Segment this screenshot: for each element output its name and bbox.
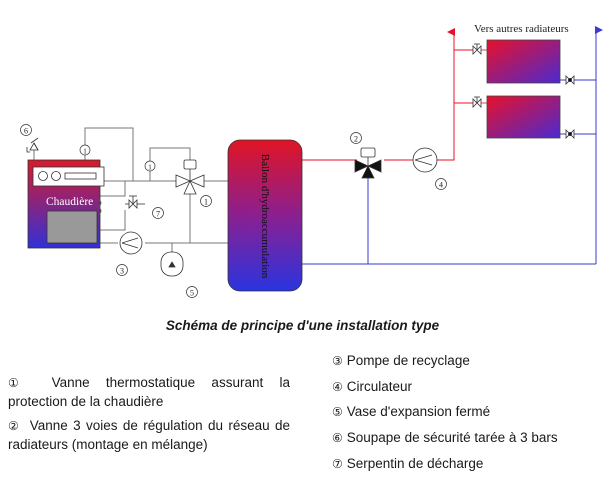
circulator-pump (412, 147, 438, 173)
pipes-hot (302, 28, 473, 161)
boiler-dial-icon (38, 171, 48, 181)
radiator-lockshield-bottom (565, 129, 575, 139)
marker-1-bulb: 1 (83, 147, 87, 156)
radiator-valve-bottom (472, 96, 487, 108)
legend-num: ② (8, 419, 21, 433)
legend-num: ① (8, 376, 32, 390)
marker-4: 4 (439, 181, 443, 190)
legend-num: ④ (332, 379, 343, 394)
discharge-coil-valve (125, 195, 145, 209)
legend-num: ③ (332, 354, 343, 368)
radiators-label: Vers autres radiateurs (474, 23, 569, 35)
boiler-display (64, 172, 97, 180)
marker-7: 7 (156, 210, 160, 219)
storage-tank: Ballon d'hydroaccumulation (227, 139, 303, 292)
legend-left: ① Vanne thermostatique assurant la prote… (8, 374, 290, 460)
marker-5: 5 (190, 289, 194, 298)
legend-text: Vanne thermostatique assurant la protect… (8, 375, 290, 409)
heating-installation-diagram: Vers autres radiateurs Chaudière (20, 23, 603, 298)
pipes-gray (33, 127, 228, 252)
safety-valve (26, 137, 39, 153)
diagram-markers: 1 2 3 4 5 6 7 1 1 (20, 124, 447, 298)
boiler: Chaudière (27, 159, 105, 249)
recycling-pump (119, 231, 143, 255)
legend-text: Vanne 3 voies de régulation du réseau de… (8, 418, 290, 452)
diagram-caption: Schéma de principe d'une installation ty… (165, 318, 440, 333)
radiator-top (486, 39, 561, 84)
mixing-valve (354, 147, 382, 179)
tank-label: Ballon d'hydroaccumulation (259, 154, 271, 279)
discharge-coil (97, 198, 102, 216)
legend-num: ⑥ (332, 431, 343, 446)
legend-item: ② Vanne 3 voies de régulation du réseau … (8, 417, 290, 453)
thermostatic-valve (175, 159, 205, 195)
boiler-dial-icon (51, 171, 61, 181)
marker-1-head: 1 (148, 163, 152, 172)
boiler-label: Chaudière (46, 196, 93, 208)
pipes-cold (302, 26, 603, 265)
legend-num: ⑤ (332, 405, 343, 420)
marker-2: 2 (354, 135, 358, 144)
marker-1: 1 (204, 198, 208, 207)
legend-item: ① Vanne thermostatique assurant la prote… (8, 374, 290, 410)
legend-text: Circulateur (346, 378, 413, 394)
radiator-bottom (486, 95, 561, 139)
radiator-valve-top (472, 43, 487, 55)
legend-text: Vase d'expansion fermé (346, 404, 491, 420)
boiler-firebox-door (46, 210, 98, 244)
legend-text: Pompe de recyclage (346, 353, 470, 368)
legend-text: Serpentin de décharge (346, 455, 484, 471)
expansion-vessel (160, 251, 184, 277)
radiator-lockshield-top (565, 75, 575, 85)
legend-text: Soupape de sécurité tarée à 3 bars (346, 430, 558, 446)
legend-num: ⑦ (332, 456, 343, 471)
marker-6: 6 (24, 127, 28, 136)
marker-3: 3 (120, 267, 124, 276)
